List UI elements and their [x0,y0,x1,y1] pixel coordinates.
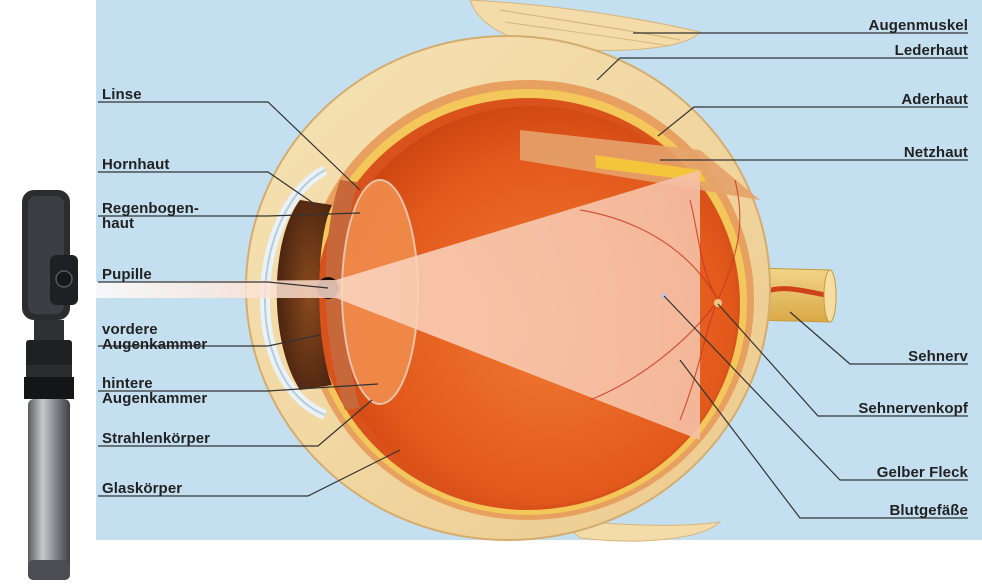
label-pupille: Pupille [102,267,152,282]
label-vordere-augenkammer: vordere Augenkammer [102,322,207,352]
label-regenbogenhaut-line1: Regenbogen- [102,201,199,216]
label-sehnervenkopf: Sehnervenkopf [858,401,968,416]
label-hornhaut: Hornhaut [102,157,169,172]
label-regenbogenhaut: Regenbogen- haut [102,201,199,231]
label-aderhaut: Aderhaut [901,92,968,107]
label-glaskoerper: Glaskörper [102,481,182,496]
label-netzhaut: Netzhaut [904,145,968,160]
label-regenbogenhaut-line2: haut [102,216,199,231]
ophthalmoscope-icon [0,188,96,583]
label-hintere-line1: hintere [102,376,207,391]
label-vordere-line1: vordere [102,322,207,337]
label-lederhaut: Lederhaut [895,43,968,58]
label-vordere-line2: Augenkammer [102,337,207,352]
label-augenmuskel: Augenmuskel [869,18,968,33]
label-linse: Linse [102,87,142,102]
label-blutgefaesse: Blutgefäße [889,503,968,518]
label-hintere-augenkammer: hintere Augenkammer [102,376,207,406]
label-sehnerv: Sehnerv [908,349,968,364]
label-gelber-fleck: Gelber Fleck [877,465,968,480]
label-hintere-line2: Augenkammer [102,391,207,406]
label-strahlenkoerper: Strahlenkörper [102,431,210,446]
